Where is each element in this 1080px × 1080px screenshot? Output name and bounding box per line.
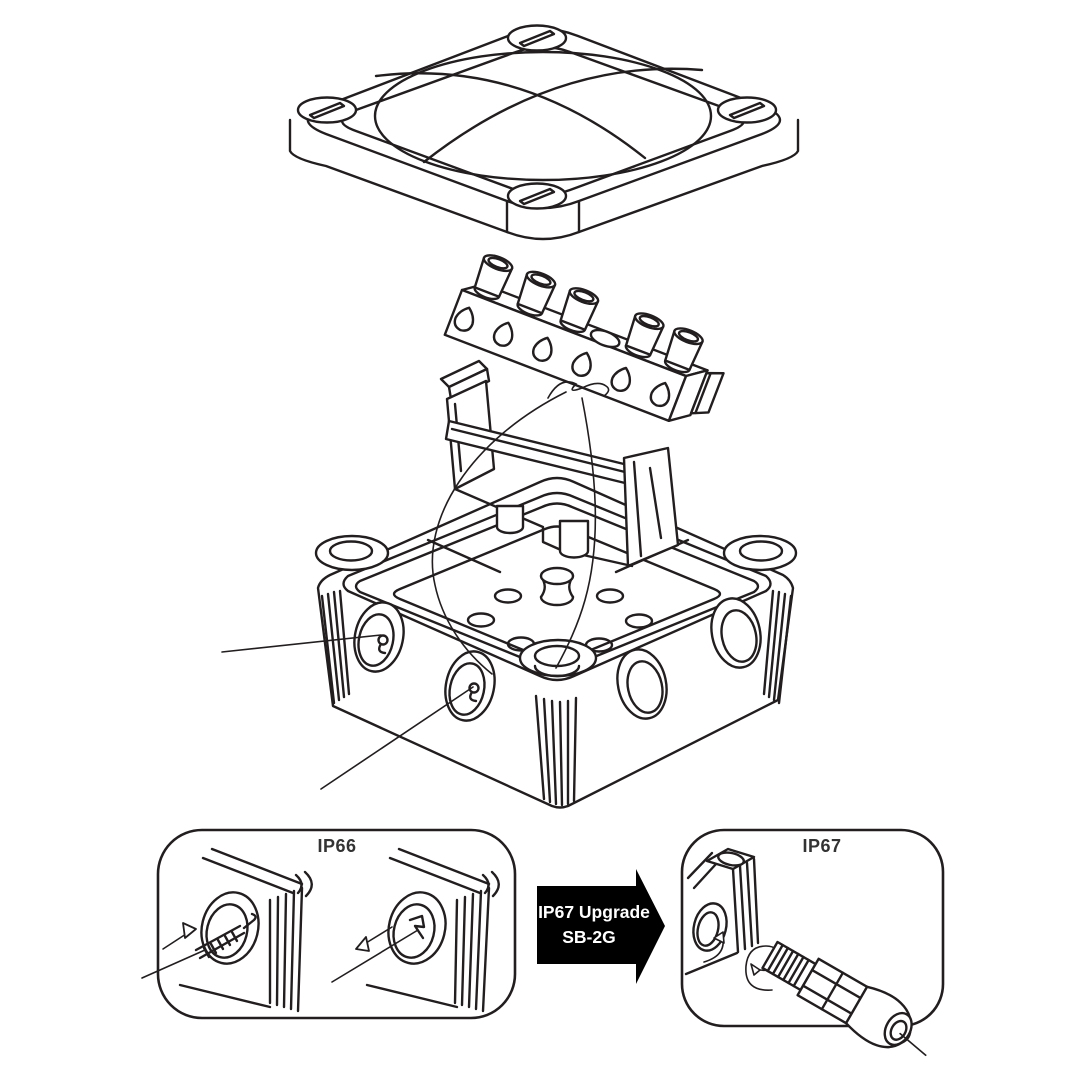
lid-dome-window [373, 50, 713, 182]
terminal-screw-barrels [473, 254, 704, 374]
membrane-lead-lines [221, 634, 474, 790]
terminal-block-drawing [443, 254, 725, 423]
cable-tip [242, 912, 257, 930]
ip67-panel: IP67 [680, 828, 945, 1057]
membrane-cable-entries [353, 597, 762, 722]
ip66-vignette-cable-in [141, 847, 313, 1013]
cable-line-removed [331, 929, 419, 983]
ip66-label: IP66 [317, 836, 356, 856]
remove-arrow-head [355, 936, 370, 952]
cable-gland-drawing [761, 940, 927, 1057]
entry-arrow-head [713, 931, 725, 944]
box-body-drawing [314, 476, 798, 809]
cable-line [141, 949, 206, 979]
corner-screw-bosses [314, 534, 798, 678]
loop-arrow-head [750, 963, 761, 976]
gland-cable-line [899, 1032, 927, 1057]
remove-arrow-shaft [365, 926, 393, 944]
corner-ribs [320, 589, 793, 807]
ip66-panel: IP66 [141, 828, 517, 1020]
insert-arrow-shaft [162, 933, 187, 950]
floor-knockouts [466, 588, 654, 653]
upgrade-arrow-shape [537, 869, 665, 984]
ip66-panel-border [156, 828, 517, 1020]
insert-arrow-head [182, 922, 197, 939]
central-post [539, 566, 575, 607]
upgrade-arrow: IP67 Upgrade SB-2G [537, 869, 665, 984]
wire-pigtail-end [547, 381, 610, 399]
retainer-bracket-drawing [439, 359, 680, 568]
ip66-vignette-cable-out [331, 847, 500, 1013]
ip67-label: IP67 [802, 836, 841, 856]
lid-corner-screws [296, 24, 778, 210]
ip67-vignette-box-corner [684, 847, 780, 991]
upgrade-arrow-line1: IP67 Upgrade [538, 902, 650, 922]
terminal-wire-entries [453, 306, 671, 408]
upgrade-arrow-line2: SB-2G [562, 927, 615, 947]
lid-drawing [288, 24, 800, 241]
wire-routing-curves [431, 381, 610, 675]
